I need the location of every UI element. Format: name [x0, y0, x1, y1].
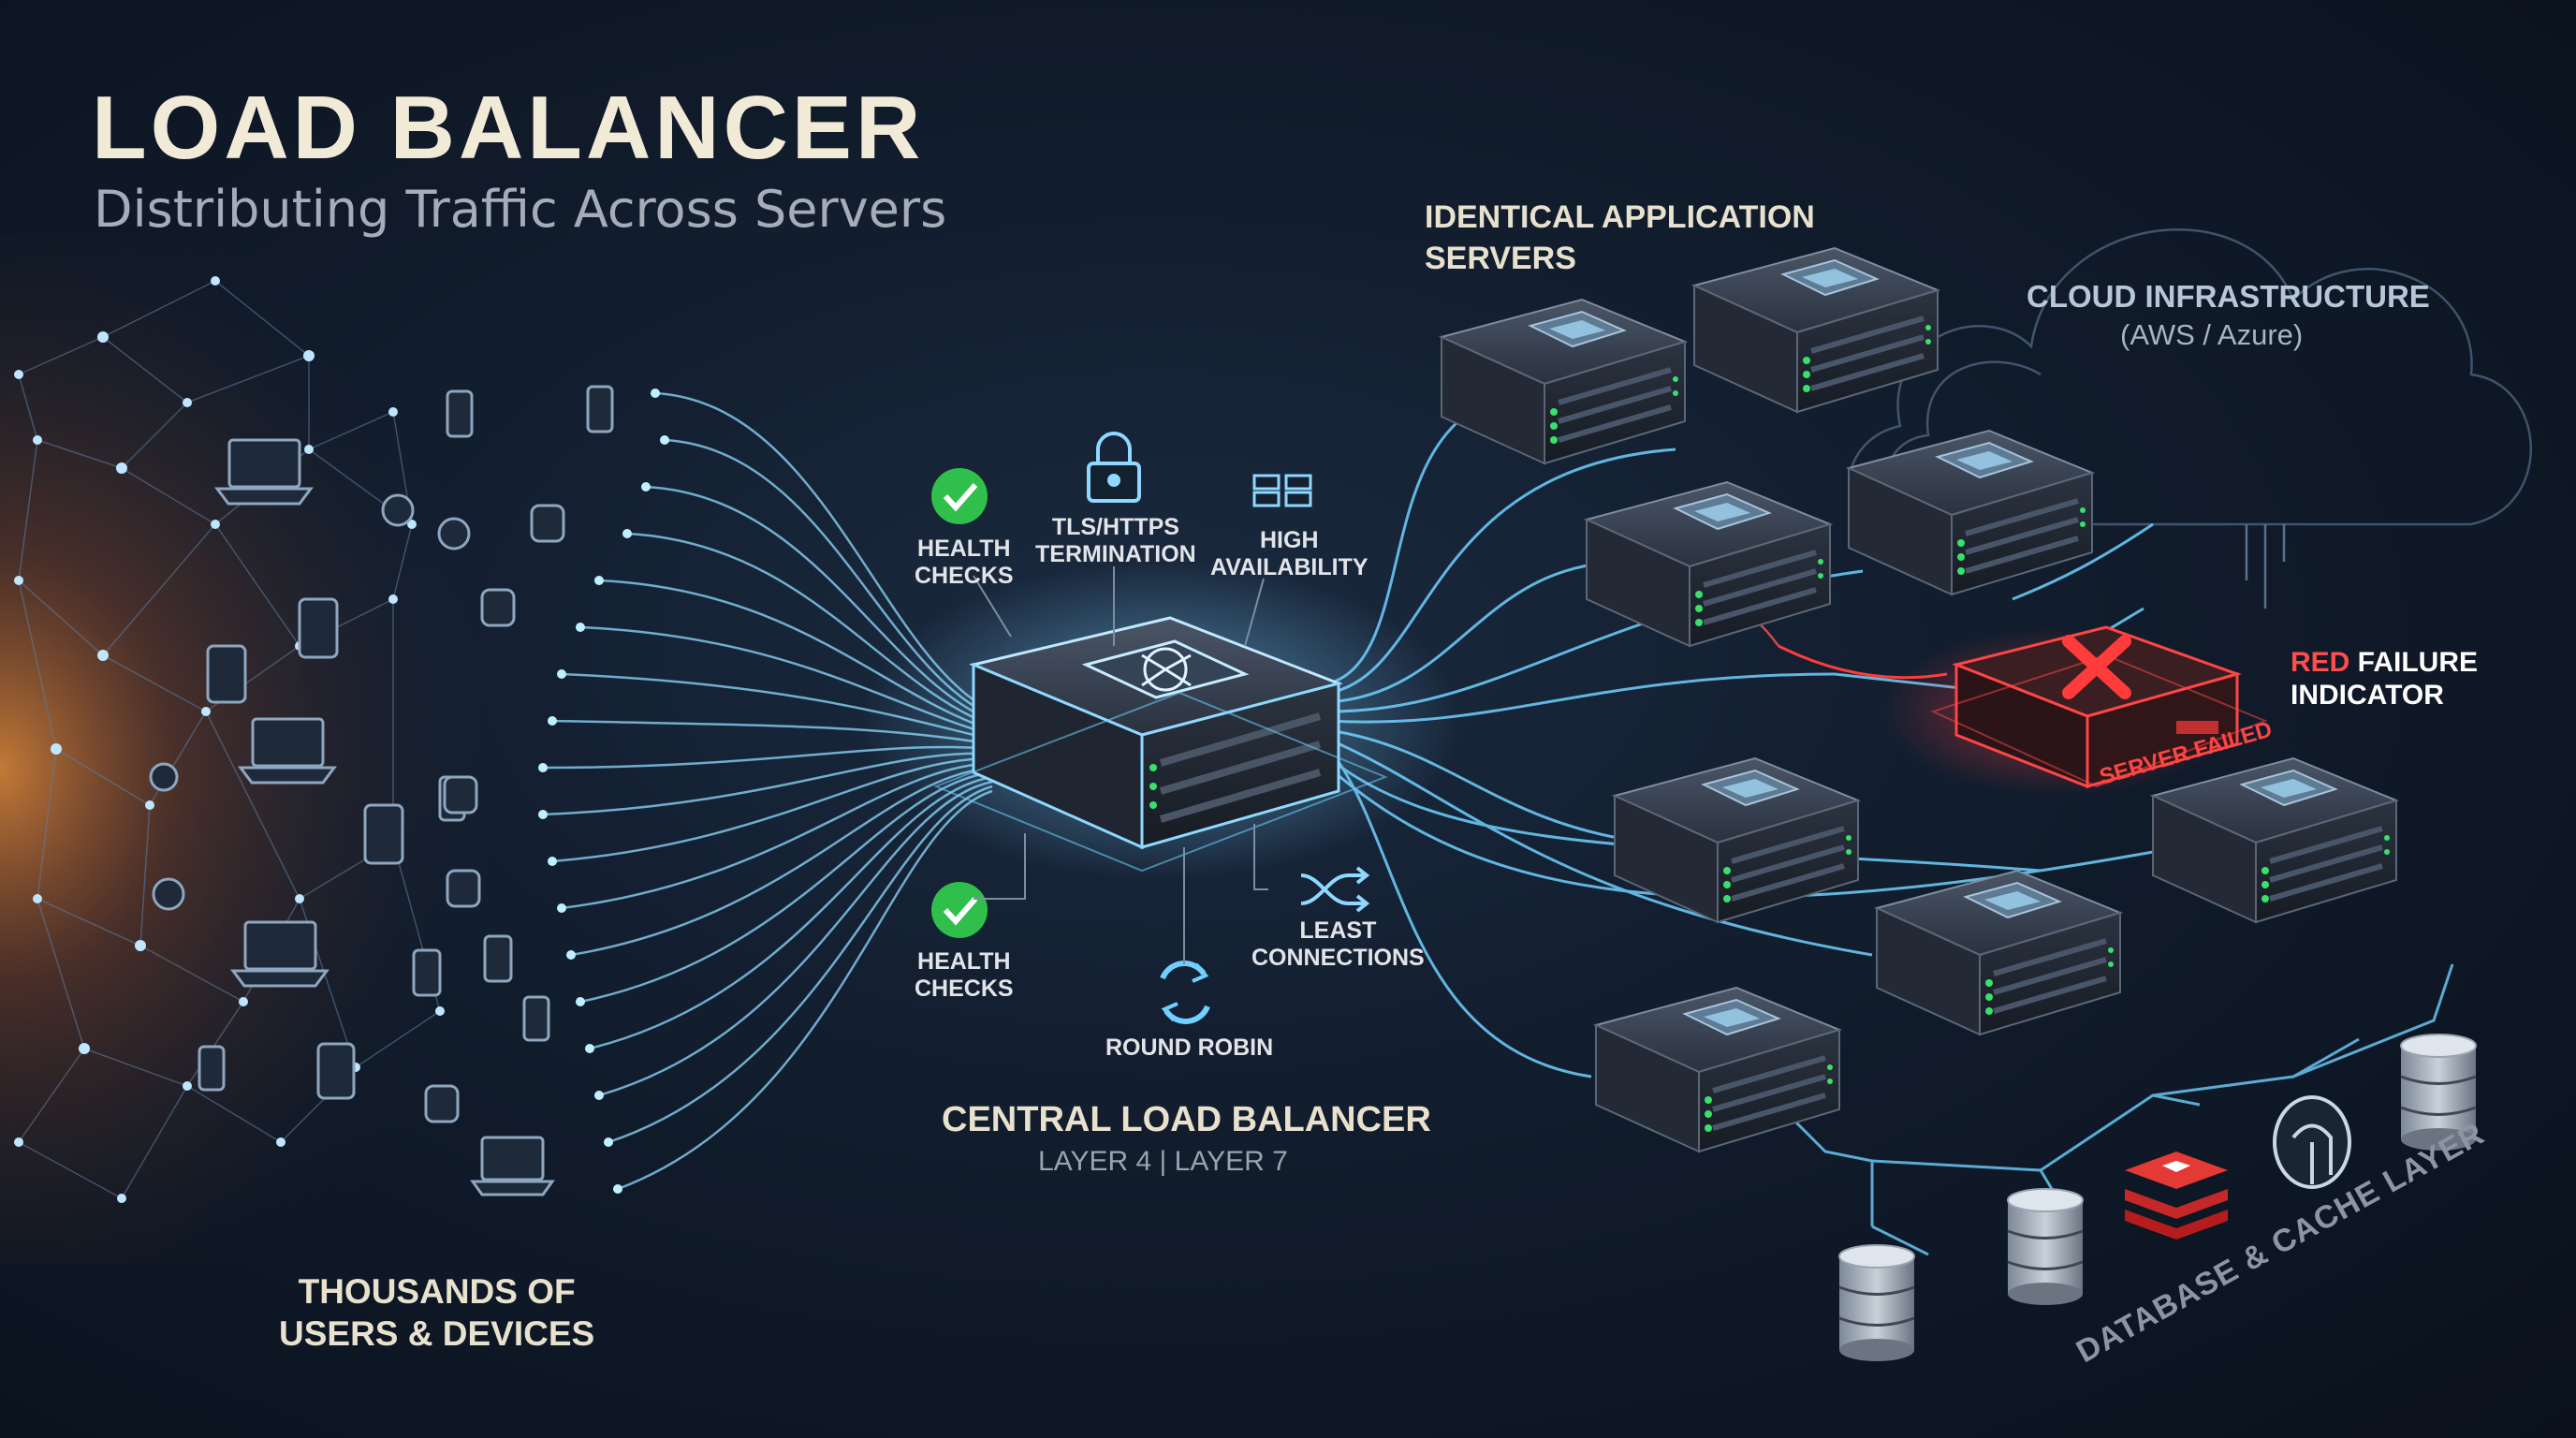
red-word: RED [2291, 647, 2350, 678]
tablet-icon [206, 644, 247, 704]
shuffle-icon [1300, 866, 1370, 913]
ha-l1: HIGH [1260, 527, 1319, 553]
phone-icon [198, 1045, 226, 1092]
postgres-icon [2273, 1095, 2351, 1189]
health-checks-top-l2: CHECKS [915, 563, 1014, 589]
devices [149, 385, 614, 1196]
tablet-icon [363, 803, 404, 865]
health-checks-bottom-label: HEALTH CHECKS [915, 948, 1014, 1003]
check-icon [931, 468, 988, 524]
servers-label-line1: IDENTICAL APPLICATION [1425, 199, 1815, 235]
tablet-icon [316, 1042, 356, 1100]
cloud-sublabel: (AWS / Azure) [2120, 318, 2304, 351]
failure-word: FAILURE [2349, 647, 2479, 678]
page-title: LOAD BALANCER [92, 78, 925, 178]
high-availability-label: HIGH AVAILABILITY [1210, 527, 1368, 581]
watch-icon [480, 588, 516, 627]
indicator-word: INDICATOR [2291, 680, 2444, 711]
tls-termination-label: TLS/HTTPS TERMINATION [1035, 514, 1196, 568]
laptop-icon [238, 717, 337, 785]
cloud-label: CLOUD INFRASTRUCTURE [2027, 279, 2430, 314]
check-icon [931, 882, 988, 938]
lock-icon [1087, 432, 1141, 503]
least-connections-label: LEAST CONNECTIONS [1251, 917, 1425, 972]
x-icon [2062, 635, 2131, 699]
servers-label-line2: SERVERS [1425, 241, 1576, 276]
users-label: THOUSANDS OF USERS & DEVICES [279, 1270, 594, 1355]
central-load-balancer [969, 616, 1343, 850]
ha-l2: AVAILABILITY [1210, 554, 1368, 580]
laptop-icon [230, 920, 329, 988]
health-checks-bottom-l2: CHECKS [915, 976, 1014, 1002]
traffic-endpoints [538, 389, 669, 1194]
mesh-nodes [14, 276, 445, 1203]
watch-icon [149, 762, 179, 792]
servers-label: IDENTICAL APPLICATION SERVERS [1425, 197, 1815, 279]
tls-l1: TLS/HTTPS [1051, 514, 1179, 540]
central-lb-sublabel: LAYER 4 | LAYER 7 [1038, 1146, 1288, 1177]
failed-server [1952, 625, 2242, 789]
watch-icon [530, 504, 565, 543]
users-l1: THOUSANDS OF [298, 1272, 576, 1311]
red-failure-label: RED FAILURE INDICATOR [2291, 646, 2478, 712]
page-subtitle: Distributing Traffic Across Servers [94, 180, 947, 239]
red-failure-line1: RED FAILURE [2291, 646, 2478, 679]
phone-icon [522, 995, 550, 1042]
server-stack-icon [1252, 474, 1312, 507]
tablet-icon [298, 597, 339, 659]
round-robin-label: ROUND ROBIN [1105, 1034, 1274, 1061]
watch-icon [446, 869, 481, 908]
phone-icon [446, 389, 474, 438]
database-icon [2006, 1187, 2085, 1307]
least-l2: CONNECTIONS [1251, 945, 1425, 971]
phone-icon [586, 385, 614, 433]
redis-icon [2125, 1152, 2228, 1240]
health-checks-top-label: HEALTH CHECKS [915, 536, 1014, 590]
watch-icon [152, 877, 185, 911]
feature-connectors [973, 566, 1268, 964]
phone-icon [483, 934, 513, 983]
laptop-icon [214, 438, 314, 506]
health-checks-bottom-l1: HEALTH [917, 948, 1011, 975]
least-l1: LEAST [1299, 917, 1377, 944]
watch-icon [443, 775, 478, 814]
health-checks-top-l1: HEALTH [917, 536, 1011, 562]
watch-icon [381, 493, 415, 527]
users-l2: USERS & DEVICES [279, 1314, 595, 1353]
central-lb-label: CENTRAL LOAD BALANCER [942, 1100, 1431, 1139]
phone-icon [412, 948, 442, 997]
tls-l2: TERMINATION [1035, 541, 1196, 567]
laptop-icon [470, 1136, 555, 1196]
database-icon [1837, 1243, 1916, 1363]
watch-icon [424, 1084, 460, 1123]
refresh-icon [1160, 961, 1210, 1024]
watch-icon [437, 517, 471, 550]
